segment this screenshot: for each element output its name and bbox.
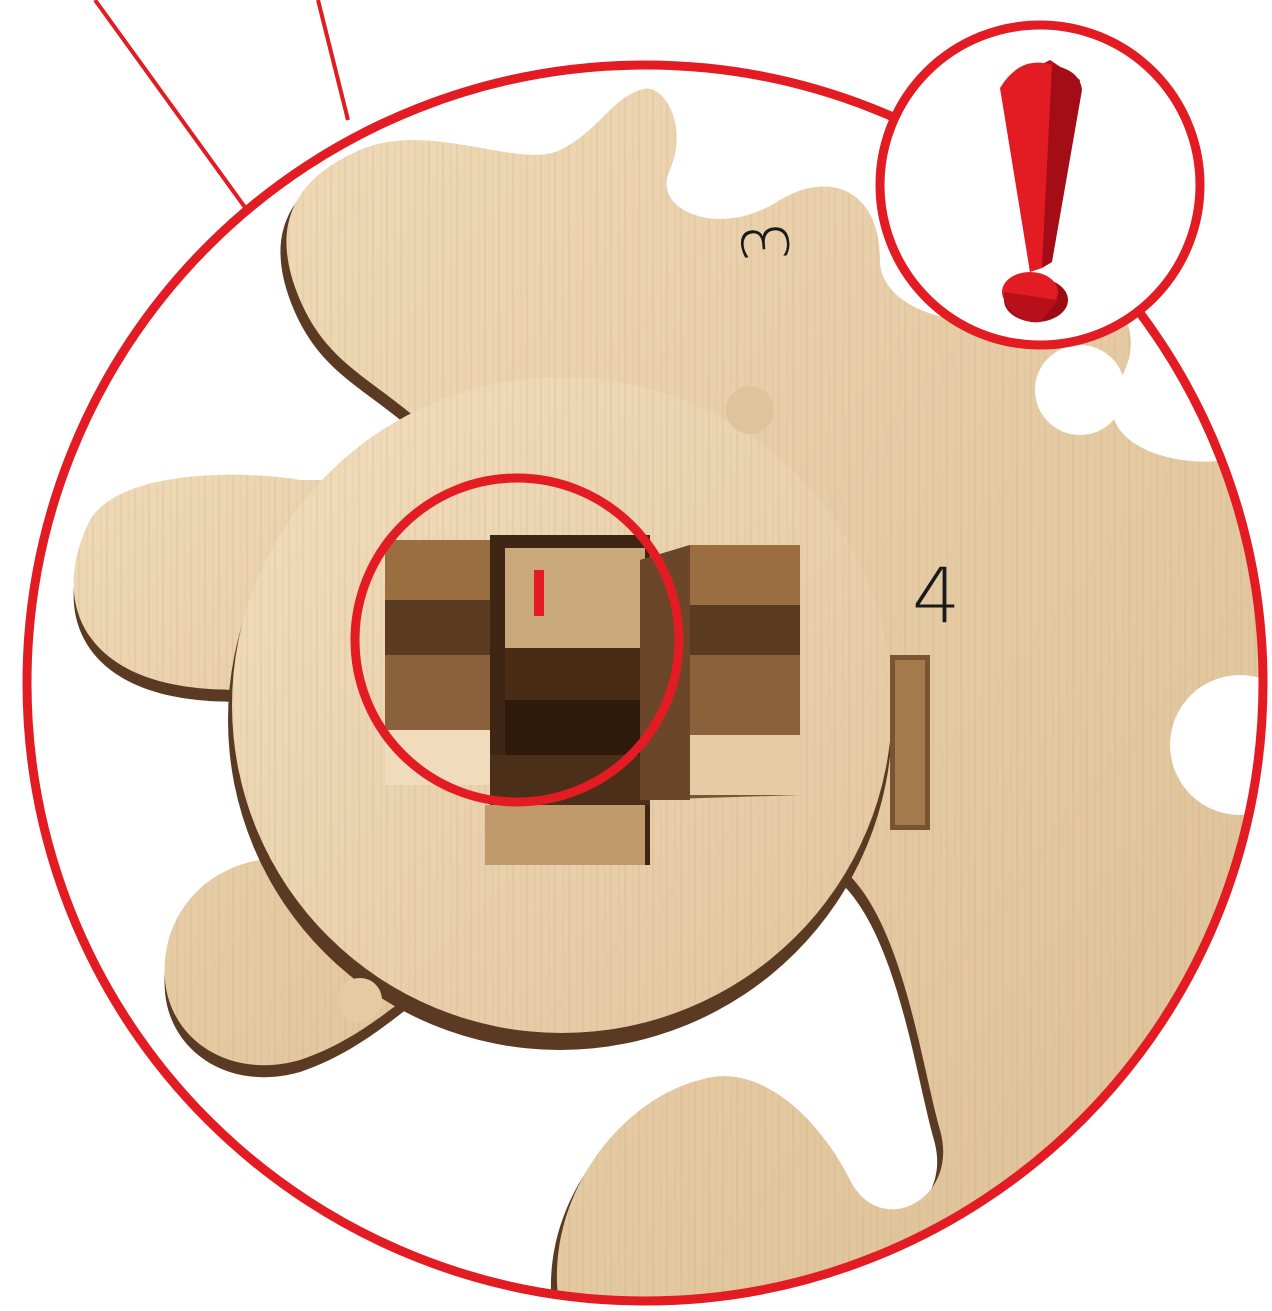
gear-label-4: 4 [912, 551, 960, 640]
warning-callout [880, 25, 1200, 345]
alignment-mark [534, 570, 544, 616]
gear-label-3: 3 [729, 218, 806, 265]
leader-line-2 [318, 0, 348, 120]
